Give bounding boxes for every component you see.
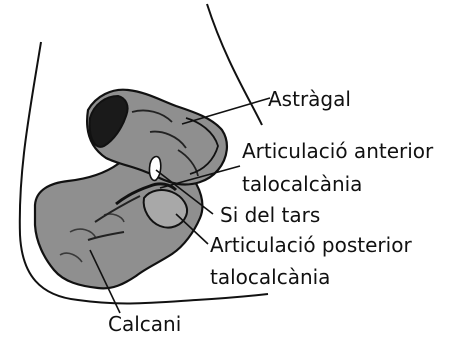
label-astragal: Astràgal (268, 88, 351, 110)
leader-astragal (182, 98, 270, 124)
label-calcani: Calcani (108, 313, 181, 335)
label-articulacio-anterior-line2: talocalcània (242, 173, 362, 195)
label-articulacio-posterior-line1: Articulació posterior (210, 234, 412, 256)
label-articulacio-anterior-line1: Articulació anterior (242, 140, 433, 162)
label-articulacio-posterior-line2: talocalcània (210, 266, 330, 288)
leg-outline-right (207, 4, 262, 125)
sinus-tarsi-gap (149, 157, 160, 181)
label-si-del-tars: Si del tars (220, 204, 320, 226)
